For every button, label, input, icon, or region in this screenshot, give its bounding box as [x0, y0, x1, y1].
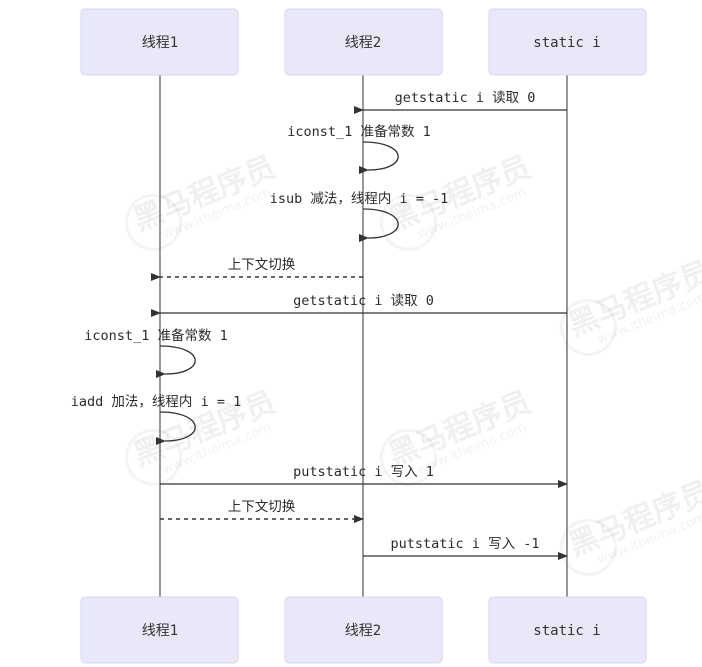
message-m3: isub 减法，线程内 i = -1 [270, 191, 449, 243]
actor-box-rect [488, 596, 647, 664]
message-label: isub 减法，线程内 i = -1 [270, 191, 449, 207]
message-label: getstatic i 读取 0 [395, 90, 536, 106]
actor-label: static i [533, 623, 600, 639]
message-label: putstatic i 写入 1 [293, 464, 434, 480]
actor-box-thread2-top[interactable]: 线程2 [284, 8, 443, 76]
self-loop-path [155, 411, 196, 446]
message-m1: getstatic i 读取 0 [354, 90, 567, 114]
actor-box-rect [80, 596, 239, 664]
message-m2: iconst_1 准备常数 1 [287, 123, 431, 175]
message-label: putstatic i 写入 -1 [391, 536, 540, 552]
actor-label: 线程2 [345, 35, 381, 51]
actor-box-thread1-top[interactable]: 线程1 [80, 8, 239, 76]
message-label: iadd 加法，线程内 i = 1 [71, 394, 241, 410]
message-label: 上下文切换 [228, 499, 296, 515]
message-m4: 上下文切换 [151, 257, 363, 281]
message-layer: getstatic i 读取 0 iconst_1 准备常数 1 isub 减法，线… [71, 90, 568, 560]
actor-box-thread2-bottom[interactable]: 线程2 [284, 596, 443, 664]
message-m6: iconst_1 准备常数 1 [84, 327, 228, 379]
message-m10: putstatic i 写入 -1 [363, 536, 568, 560]
message-m9: 上下文切换 [160, 499, 364, 523]
lifeline-layer [159, 75, 568, 597]
message-m7: iadd 加法，线程内 i = 1 [71, 394, 241, 446]
actor-box-thread1-bottom[interactable]: 线程1 [80, 596, 239, 664]
actor-box-static_i-bottom[interactable]: static i [488, 596, 647, 664]
message-label: getstatic i 读取 0 [293, 293, 434, 309]
actor-label: 线程1 [142, 623, 178, 639]
actor-label: static i [533, 35, 600, 51]
actor-box-rect [284, 8, 443, 76]
message-label: iconst_1 准备常数 1 [84, 327, 227, 344]
actor-box-static_i-top[interactable]: static i [488, 8, 647, 76]
actor-box-rect [80, 8, 239, 76]
self-loop-path [358, 141, 399, 175]
actor-layer: 线程1 线程1 线程2 线程2 static i static i [80, 8, 647, 664]
message-m8: putstatic i 写入 1 [160, 464, 568, 488]
actor-box-rect [284, 596, 443, 664]
message-m5: getstatic i 读取 0 [151, 293, 567, 317]
message-label: 上下文切换 [228, 257, 296, 273]
self-loop-path [358, 208, 399, 243]
self-loop-path [155, 345, 196, 379]
actor-label: 线程2 [345, 623, 381, 639]
actor-label: 线程1 [142, 35, 178, 51]
actor-box-rect [488, 8, 647, 76]
message-label: iconst_1 准备常数 1 [287, 123, 430, 140]
